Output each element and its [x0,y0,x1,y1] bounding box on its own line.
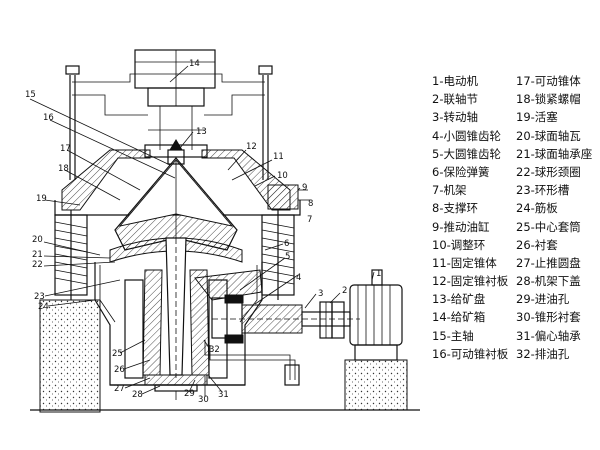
oil-pipes [204,340,300,386]
leader-lines [29,65,375,397]
legend-item: 29-进油孔 [516,292,570,307]
legend-item: 6-保险弹簧 [432,164,490,179]
legend-item: 15-主轴 [432,328,474,343]
callout-21: 21 [32,250,43,260]
legend-item: 30-锥形衬套 [516,310,581,325]
legend-item: 9-推动油缸 [432,219,490,234]
callout-1: 1 [376,269,381,279]
callout-22: 22 [32,260,43,270]
cone-crusher-cross-section: 1 2 3 4 5 6 7 8 9 10 11 12 13 14 15 16 1… [25,49,420,413]
legend-column-left: 1-电动机 2-联轴节 3-转动轴 4-小圆锥齿轮 5-大圆锥齿轮 6-保险弹簧… [432,72,516,363]
feed-box [134,49,216,107]
legend-item: 14-给矿箱 [432,310,486,325]
legend-item: 8-支撑环 [432,201,478,216]
legend-item: 1-电动机 [432,74,478,88]
callout-19: 19 [36,194,47,204]
legend-item: 27-止推圆盘 [516,255,581,270]
legend-item: 22-球形颈圈 [516,164,581,179]
motor [349,269,403,361]
legend-item: 28-机架下盖 [516,274,581,289]
parts-legend: 1-电动机 2-联轴节 3-转动轴 4-小圆锥齿轮 5-大圆锥齿轮 6-保险弹簧… [432,72,600,372]
callout-23: 23 [34,292,45,302]
eccentric-sleeve [124,269,228,379]
legend-item: 16-可动锥衬板 [432,346,509,361]
callout-27: 27 [114,384,125,394]
legend-item: 20-球面轴瓦 [516,128,581,143]
callout-14: 14 [189,59,200,69]
callout-32: 32 [209,345,220,355]
legend-item: 10-调整环 [432,237,486,252]
legend-item: 31-偏心轴承 [516,328,581,343]
spring-right [261,210,295,300]
legend-item: 2-联轴节 [432,92,478,107]
large-bevel-gear [194,269,263,301]
callout-9: 9 [302,183,307,193]
callout-18: 18 [58,164,69,174]
legend-item: 25-中心套筒 [516,219,581,234]
callout-31: 31 [218,390,229,400]
coupling [319,301,345,339]
legend-column-right: 17-可动锥体 18-锁紧螺帽 19-活塞 20-球面轴瓦 21-球面轴承座 2… [516,72,600,363]
callout-29: 29 [184,389,195,399]
callout-20: 20 [32,235,43,245]
legend-item: 18-锁紧螺帽 [516,92,581,107]
callout-28: 28 [132,390,143,400]
foundation-left [39,299,101,413]
callout-15: 15 [25,90,36,100]
legend-item: 7-机架 [432,183,467,198]
legend-item: 13-给矿盘 [432,292,486,307]
legend-item: 4-小圆锥齿轮 [432,128,501,143]
callout-24: 24 [38,302,49,312]
callout-16: 16 [43,113,54,123]
adjust-ring-right [267,184,310,210]
legend-item: 26-衬套 [516,237,558,252]
legend-item: 12-固定锥衬板 [432,274,509,289]
legend-item: 21-球面轴承座 [516,146,593,161]
spring-left [54,210,88,300]
legend-item: 19-活塞 [516,110,558,125]
callout-6: 6 [284,239,289,249]
frame-rods [65,65,273,180]
callout-26: 26 [114,365,125,375]
callout-4: 4 [296,273,301,283]
lock-nut [167,139,185,165]
legend-item: 11-固定锥体 [432,255,497,270]
legend-item: 24-筋板 [516,201,558,216]
callout-12: 12 [246,142,257,152]
callout-17: 17 [60,144,71,154]
callout-5: 5 [285,252,290,262]
callout-30: 30 [198,395,209,405]
legend-item: 5-大圆锥齿轮 [432,146,501,161]
foundation-right [344,359,408,411]
legend-item: 32-排油孔 [516,346,570,361]
callout-10: 10 [277,171,288,181]
callout-13: 13 [196,127,207,137]
callout-8: 8 [308,199,313,209]
legend-item: 3-转动轴 [432,110,478,125]
callout-11: 11 [273,152,284,162]
callout-7: 7 [307,215,312,225]
legend-item: 17-可动锥体 [516,74,581,88]
callout-2: 2 [342,286,347,296]
callout-25: 25 [112,349,123,359]
moving-cone [114,157,238,251]
main-shaft [165,237,187,378]
legend-item: 23-环形槽 [516,183,570,198]
callouts: 1 2 3 4 5 6 7 8 9 10 11 12 13 14 15 16 1… [25,59,381,405]
callout-3: 3 [318,289,323,299]
